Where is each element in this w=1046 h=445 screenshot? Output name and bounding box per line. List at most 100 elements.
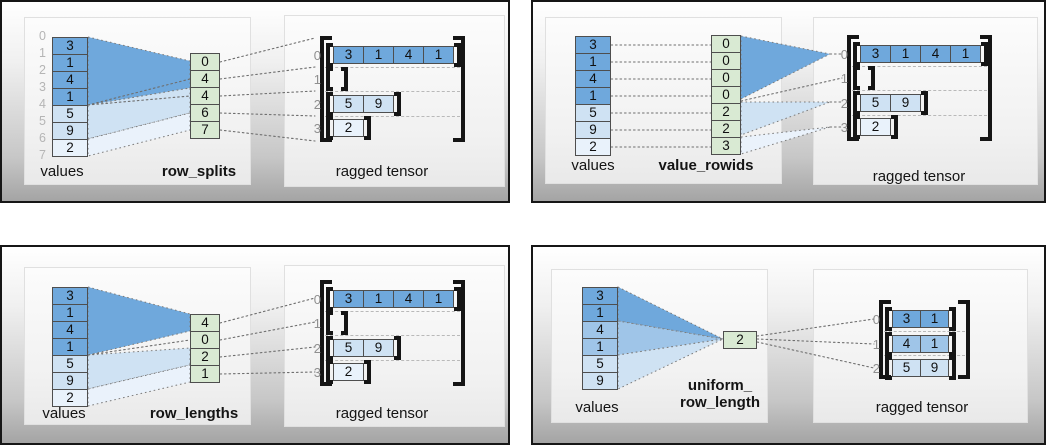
row-bracket-right: [921, 91, 928, 115]
values-column: 3 1 4 1 5 9 2: [52, 287, 88, 407]
tensor-cell: 9: [363, 339, 394, 357]
boundary-index: 4: [39, 97, 46, 111]
row-bracket-right: [364, 116, 371, 140]
tensor-cell: 5: [892, 359, 921, 377]
value-cell: 4: [52, 71, 88, 89]
row-bracket-right: [949, 332, 956, 356]
boundary-index: 5: [39, 114, 46, 128]
tensor-cell: 5: [860, 94, 891, 112]
tensor-cell: 1: [363, 290, 394, 308]
row-separator: [325, 311, 460, 312]
row-label: 1: [313, 71, 321, 87]
empty-row-gap: [860, 69, 868, 87]
tensor-row: 1 4 1: [873, 332, 956, 356]
boundary-index: 6: [39, 131, 46, 145]
outer-bracket-left: [847, 35, 859, 141]
method-caption: row_splits: [161, 163, 237, 180]
panel-row-lengths: 3 1 4 1 5 9 2 4 0 2 1 0 3 1 4: [0, 245, 510, 445]
outer-bracket-right: [980, 35, 992, 141]
value-cell: 3: [575, 36, 611, 54]
row-splits-cell: 4: [190, 70, 220, 88]
row-label: 1: [840, 70, 848, 86]
value-rowids-cell: 0: [711, 69, 741, 87]
outer-bracket-right: [453, 36, 465, 142]
row-bracket-left: [326, 360, 333, 384]
value-cell: 2: [52, 389, 88, 407]
row-bracket-left: [326, 67, 333, 91]
value-cell: 4: [575, 70, 611, 88]
row-bracket-left: [326, 92, 333, 116]
row-splits-column: 0 4 4 6 7: [190, 53, 220, 139]
outer-bracket-right: [958, 300, 970, 379]
panel-uniform-row-length: 3 1 4 1 5 9 2 0 3 1 1 4: [531, 245, 1046, 445]
row-label: 3: [313, 364, 321, 380]
value-cell: 4: [52, 321, 88, 339]
tensor-cell: 1: [363, 46, 394, 64]
tensor-cell: 1: [920, 335, 949, 353]
value-rowids-column: 0 0 0 0 2 2 3: [711, 35, 741, 155]
row-bracket-right: [341, 67, 348, 91]
outer-bracket-left: [320, 36, 332, 142]
value-cell: 9: [52, 372, 88, 390]
row-bracket-left: [326, 116, 333, 140]
method-caption-line2: row_length: [679, 394, 761, 411]
row-bracket-left: [326, 311, 333, 335]
uniform-row-length-cell: 2: [723, 331, 757, 349]
row-bracket-right: [981, 42, 988, 66]
row-label: 0: [840, 46, 848, 62]
tensor-cell: 2: [860, 118, 891, 136]
value-rowids-cell: 3: [711, 137, 741, 155]
ragged-tensor: 0 3 1 4 1 1 2 5 9 3: [314, 36, 465, 142]
tensor-cell: 9: [890, 94, 921, 112]
row-bracket-left: [853, 66, 860, 90]
value-cell: 2: [575, 138, 611, 156]
tensor-cell: 4: [393, 46, 424, 64]
row-label: 1: [872, 336, 880, 352]
row-lengths-cell: 2: [190, 348, 220, 366]
tensor-cell: 1: [423, 46, 454, 64]
value-cell: 5: [575, 104, 611, 122]
row-bracket-left: [326, 287, 333, 311]
tensor-cell: 4: [393, 290, 424, 308]
value-cell: 2: [52, 139, 88, 157]
row-label: 1: [313, 315, 321, 331]
values-column: 3 1 4 1 5 9 2: [575, 36, 611, 156]
tensor-cell: 2: [333, 119, 364, 137]
tensor-row: 0 3 1 4 1: [314, 43, 461, 67]
tensor-cell: 5: [333, 339, 364, 357]
tensor-cell: 1: [423, 290, 454, 308]
row-bracket-right: [454, 43, 461, 67]
row-splits-cell: 7: [190, 121, 220, 139]
value-cell: 9: [575, 121, 611, 139]
outer-bracket-right: [453, 280, 465, 386]
row-separator: [884, 331, 965, 332]
value-rowids-cell: 2: [711, 120, 741, 138]
value-cell: 1: [582, 304, 618, 322]
value-cell: 1: [52, 338, 88, 356]
boundary-index: 0: [39, 29, 46, 43]
row-bracket-left: [326, 336, 333, 360]
row-bracket-left: [853, 115, 860, 139]
row-separator: [325, 67, 460, 68]
row-bracket-left: [853, 42, 860, 66]
value-cell: 1: [582, 338, 618, 356]
values-caption: values: [40, 163, 84, 180]
row-label: 2: [313, 96, 321, 112]
tensor-cell: 1: [950, 45, 981, 63]
row-separator: [325, 91, 460, 92]
tensor-caption: ragged tensor: [872, 168, 966, 185]
row-label: 2: [872, 360, 880, 376]
row-label: 3: [313, 120, 321, 136]
value-cell: 5: [52, 355, 88, 373]
tensor-row: 0 3 1 4 1: [314, 287, 461, 311]
row-bracket-right: [949, 356, 956, 380]
method-caption: row_lengths: [149, 405, 239, 422]
tensor-cell: 4: [920, 45, 951, 63]
value-cell: 9: [52, 122, 88, 140]
row-bracket-right: [364, 360, 371, 384]
tensor-cell: 4: [892, 335, 921, 353]
ragged-tensor: 0 3 1 4 1 1 2 5 9 3: [314, 280, 465, 386]
row-label: 0: [872, 311, 880, 327]
tensor-cell: 9: [363, 95, 394, 113]
